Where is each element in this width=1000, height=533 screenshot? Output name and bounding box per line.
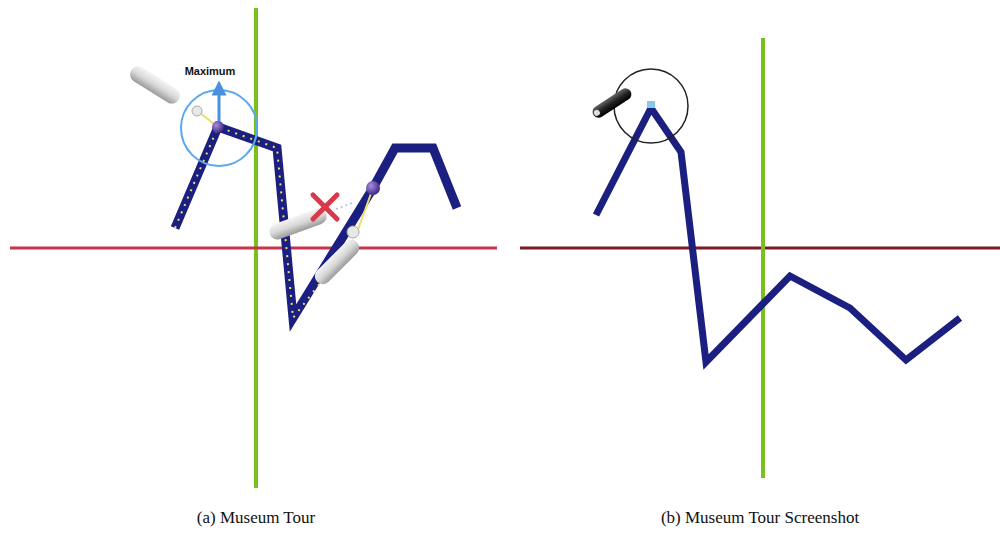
stylus-tip [192,106,202,116]
panel-b [520,38,1000,478]
data-line [175,127,457,318]
x-axis [520,247,1000,250]
subfigure-caption: (b) Museum Tour Screenshot [661,508,859,528]
x-axis [10,247,497,250]
subfigure-caption: (a) Museum Tour [197,508,315,528]
data-line [596,108,960,362]
cursor [647,101,655,108]
blocked-ray [336,202,355,209]
blocked-mark [313,195,337,219]
stylus [312,237,363,288]
traced-path [175,127,355,318]
probe-sphere [366,181,380,195]
panel-a [10,8,497,488]
probe-sphere [212,121,224,133]
annotation-label: Maximum [185,65,236,77]
y-axis [761,38,765,478]
stylus-tip [347,226,359,238]
haptic-circle [614,69,688,143]
stylus [127,63,183,106]
stylus [590,86,633,120]
